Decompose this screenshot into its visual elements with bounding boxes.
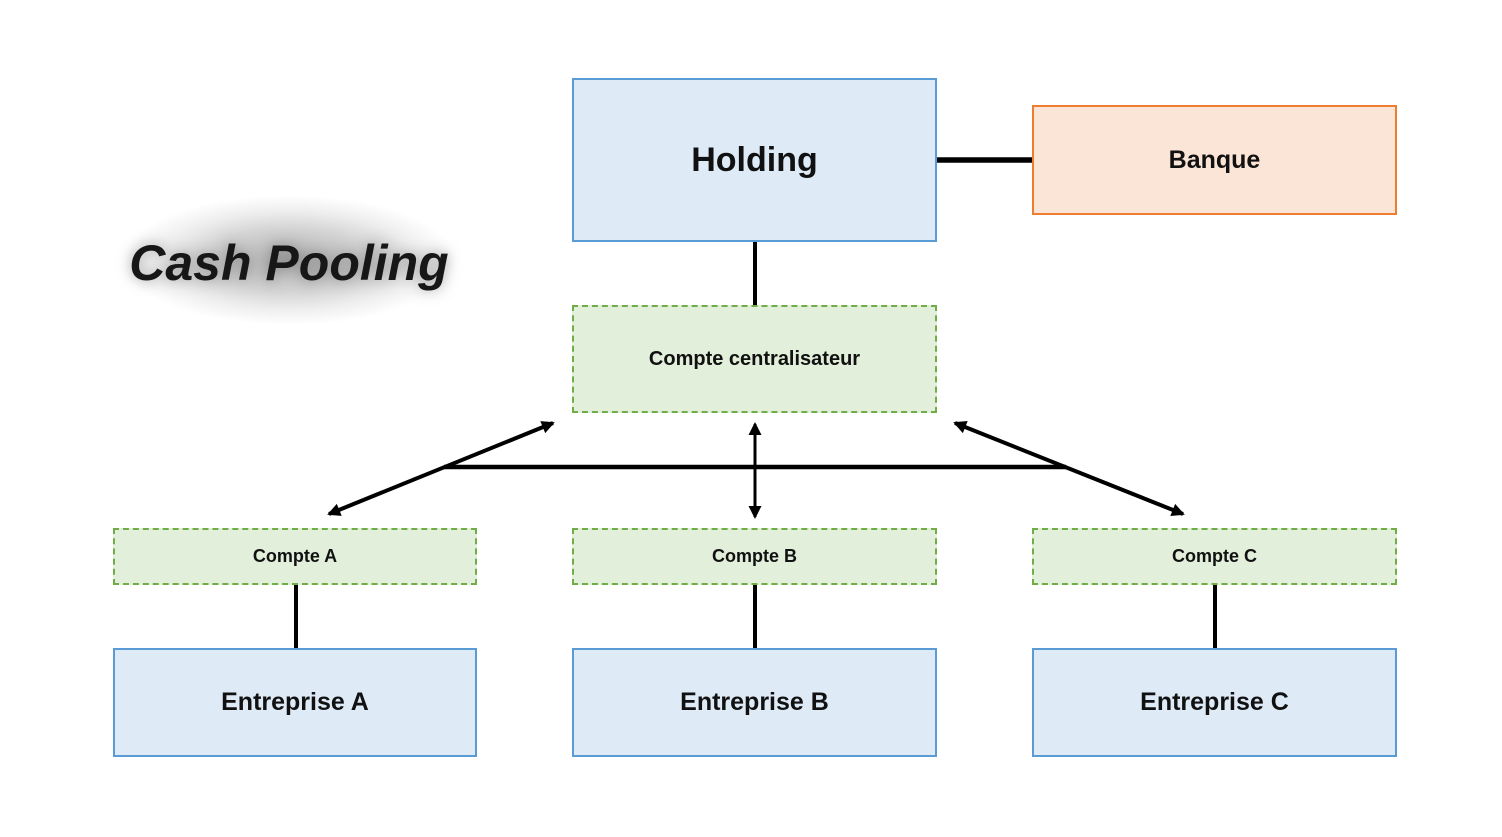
node-entreprise-c-label: Entreprise C <box>1140 688 1289 716</box>
node-holding: Holding <box>572 78 937 242</box>
node-compte-b: Compte B <box>572 528 937 585</box>
node-entreprise-a: Entreprise A <box>113 648 477 757</box>
node-entreprise-b-label: Entreprise B <box>680 688 829 716</box>
node-banque: Banque <box>1032 105 1397 215</box>
node-compte-c: Compte C <box>1032 528 1397 585</box>
node-holding-label: Holding <box>691 140 818 179</box>
edge-centralisateur-compte-a-double-arrow <box>327 421 555 516</box>
node-entreprise-b: Entreprise B <box>572 648 937 757</box>
node-compte-b-label: Compte B <box>712 546 797 566</box>
diagram-title-text: Cash Pooling <box>129 235 449 291</box>
node-entreprise-c: Entreprise C <box>1032 648 1397 757</box>
node-banque-label: Banque <box>1168 145 1261 174</box>
diagram-title: Cash Pooling <box>88 193 490 333</box>
node-entreprise-a-label: Entreprise A <box>221 688 369 716</box>
edge-centralisateur-compte-c-double-arrow <box>953 421 1185 516</box>
node-compte-centralisateur-label: Compte centralisateur <box>648 347 861 370</box>
node-compte-a: Compte A <box>113 528 477 585</box>
node-compte-c-label: Compte C <box>1172 546 1257 566</box>
node-compte-centralisateur: Compte centralisateur <box>572 305 937 413</box>
node-compte-a-label: Compte A <box>252 546 338 566</box>
